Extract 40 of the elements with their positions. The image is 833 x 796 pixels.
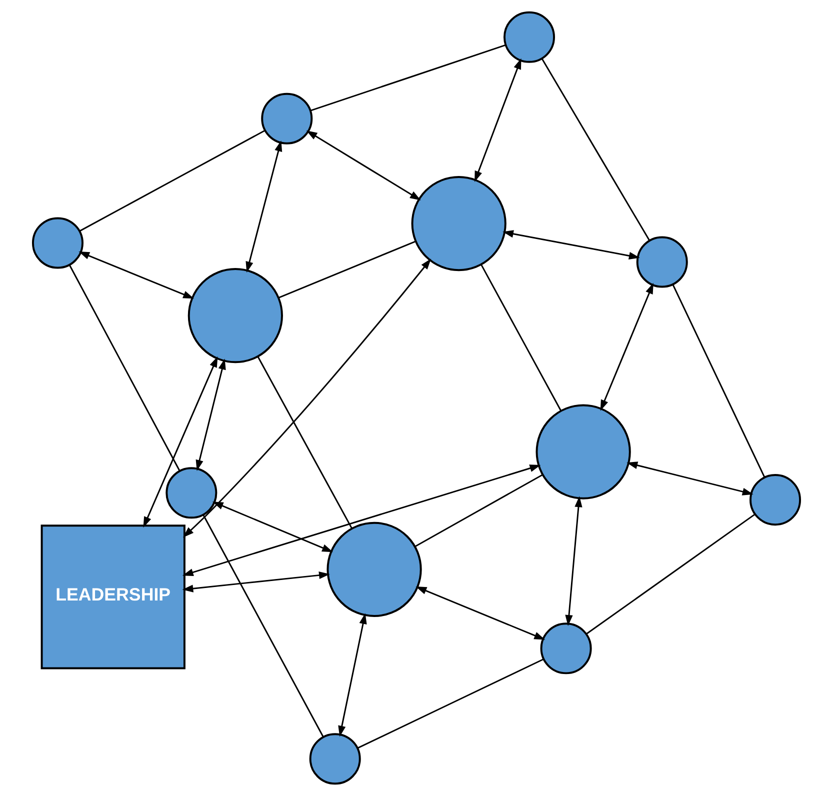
connector: [68, 264, 180, 472]
node-circle: [32, 217, 84, 269]
connector: [202, 514, 324, 738]
node-box: LEADERSHIP: [40, 524, 186, 670]
node-circle: [540, 622, 592, 674]
node-circle: [326, 522, 422, 617]
node-circle: [636, 236, 688, 288]
connector: [278, 240, 416, 298]
arrow: [78, 252, 194, 299]
arrow: [565, 496, 582, 626]
node-circle: [188, 268, 283, 364]
arrow: [143, 356, 218, 528]
arrow: [474, 58, 522, 182]
node-circle: [750, 474, 802, 526]
node-circle: [503, 11, 555, 63]
node-circle: [309, 733, 361, 785]
connector: [414, 474, 543, 548]
arrow: [182, 258, 432, 538]
arrow: [626, 462, 754, 496]
arrow: [182, 464, 541, 576]
arrow: [182, 571, 330, 592]
connector: [672, 284, 766, 478]
connector: [586, 514, 756, 634]
connector: [541, 58, 650, 241]
arrow: [212, 502, 334, 552]
arrow: [306, 130, 421, 200]
node-circle: [166, 467, 218, 519]
connector: [79, 130, 266, 232]
node-circle: [261, 92, 313, 144]
connector: [310, 44, 506, 112]
arrow: [502, 230, 640, 260]
arrow: [338, 613, 367, 737]
connector: [257, 356, 352, 529]
arrow: [416, 586, 546, 640]
arrow: [600, 282, 654, 411]
connector: [357, 658, 544, 749]
connector: [480, 264, 562, 412]
arrow: [246, 140, 282, 273]
node-circle: [536, 404, 631, 500]
arrow: [196, 358, 226, 471]
